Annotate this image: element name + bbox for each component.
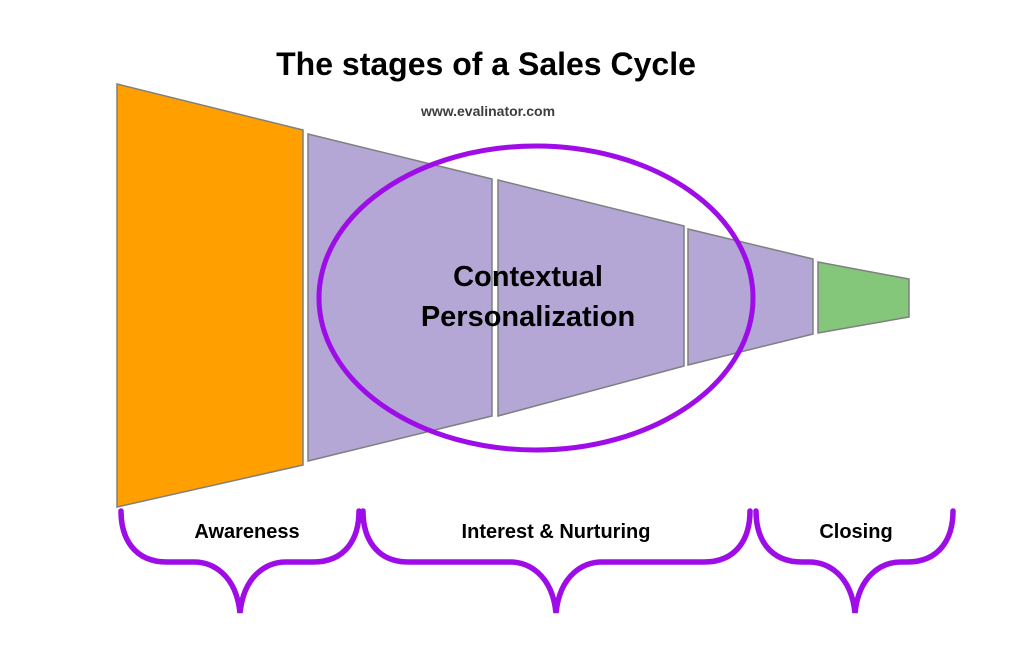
ellipse-annotation-line-1: Contextual	[453, 261, 603, 293]
page-title: The stages of a Sales Cycle	[276, 46, 696, 82]
brace-awareness	[118, 508, 362, 614]
ellipse-annotation-line-2: Personalization	[420, 301, 636, 333]
stage-label-awareness: Awareness	[194, 521, 300, 543]
stage-label-closing: Closing	[819, 521, 893, 543]
funnel-stage-closing	[817, 261, 910, 334]
highlight-ellipse	[316, 143, 756, 453]
stage-label-interest-nurturing: Interest & Nurturing	[461, 521, 651, 543]
brace-interest-nurturing	[360, 508, 753, 614]
ellipse-annotation-label: Contextual Personalization	[421, 257, 635, 337]
brace-closing	[753, 508, 956, 614]
funnel-stage-awareness	[116, 83, 304, 508]
funnel-stage-interest-2	[497, 179, 685, 417]
website-url: www.evalinator.com	[420, 103, 556, 119]
